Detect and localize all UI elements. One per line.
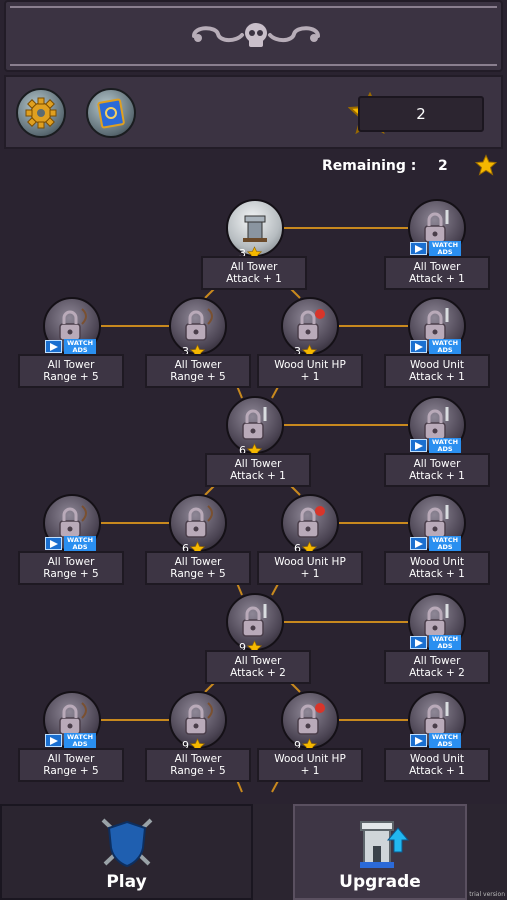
cost-value: 9 [294,739,301,752]
watch-ads-button[interactable]: WATCH ADS [410,634,462,651]
watch-ads-button[interactable]: WATCH ADS [45,535,97,552]
skill-label: Wood Unit HP + 1 [257,551,363,585]
cost-value: 6 [239,444,246,457]
watch-ads-button[interactable]: WATCH ADS [410,338,462,355]
skill-label: All Tower Range + 5 [145,748,251,782]
skill-label: All Tower Range + 5 [18,551,124,585]
cost-value: 9 [182,739,189,752]
skill-node-10[interactable] [169,494,227,552]
bow-lock-icon [59,505,87,538]
skill-label: All Tower Attack + 1 [384,453,490,487]
sword-lock-icon [242,604,267,637]
watch-ads-label: WATCH ADS [429,732,462,749]
connector-lines [101,227,408,793]
star-count: 2 [358,96,484,132]
sword-lock-icon [424,308,449,341]
cost-value: 9 [239,641,246,654]
skill-label: All Tower Attack + 2 [384,650,490,684]
watch-ads-label: WATCH ADS [429,437,462,454]
bow-lock-icon [185,702,213,735]
heart-lock-icon [297,506,325,538]
skill-node-17[interactable] [281,691,339,749]
watch-ads-label: WATCH ADS [64,338,97,355]
skull-ornament-icon [192,23,320,47]
skill-label: Wood Unit HP + 1 [257,748,363,782]
bow-lock-icon [185,308,213,341]
cost-value: 3 [294,345,301,358]
tab-upgrade[interactable]: Upgrade [293,804,467,900]
bottom-nav: Play Upgrade trial version [0,804,507,900]
skill-label: All Tower Range + 5 [18,748,124,782]
skill-label: All Tower Range + 5 [145,551,251,585]
shield-swords-icon [101,818,152,868]
watch-ads-button[interactable]: WATCH ADS [410,437,462,454]
skill-label: Wood Unit HP + 1 [257,354,363,388]
heart-lock-icon [297,309,325,341]
video-play-icon [45,340,62,353]
remaining-row: Remaining : 2 [320,154,505,178]
watch-ads-button[interactable]: WATCH ADS [45,338,97,355]
watch-ads-label: WATCH ADS [429,535,462,552]
skill-label: All Tower Attack + 1 [201,256,307,290]
video-play-icon [410,242,427,255]
cost-value: 6 [294,542,301,555]
resource-bar: 2 [4,75,503,149]
remaining-value: 2 [438,158,448,174]
skill-label: Wood Unit Attack + 1 [384,748,490,782]
skill-label: All Tower Range + 5 [18,354,124,388]
watch-ads-button[interactable]: WATCH ADS [410,240,462,257]
trial-watermark: trial version [469,891,505,898]
settings-button[interactable] [16,88,66,138]
tower-icon [243,215,267,242]
sword-lock-icon [242,407,267,440]
heart-lock-icon [297,703,325,735]
sword-lock-icon [424,505,449,538]
spellbook-icon [97,98,125,129]
skill-label: All Tower Attack + 1 [384,256,490,290]
video-play-icon [45,734,62,747]
tower-upgrade-icon [360,821,410,868]
banner-top-line [10,6,497,8]
watch-ads-label: WATCH ADS [64,732,97,749]
watch-ads-button[interactable]: WATCH ADS [45,732,97,749]
tab-play-label: Play [106,872,147,892]
watch-ads-button[interactable]: WATCH ADS [410,535,462,552]
video-play-icon [410,439,427,452]
video-play-icon [410,537,427,550]
skill-label: All Tower Attack + 1 [205,453,311,487]
gear-icon [25,97,57,129]
watch-ads-button[interactable]: WATCH ADS [410,732,462,749]
top-banner [4,0,503,72]
cost-value: 6 [182,542,189,555]
video-play-icon [410,636,427,649]
bow-lock-icon [59,308,87,341]
banner-bottom-line [10,64,497,66]
cost-value: 3 [182,345,189,358]
skill-label: Wood Unit Attack + 1 [384,551,490,585]
tab-upgrade-label: Upgrade [339,872,421,892]
watch-ads-label: WATCH ADS [429,338,462,355]
watch-ads-label: WATCH ADS [429,240,462,257]
video-play-icon [45,537,62,550]
sword-lock-icon [424,604,449,637]
watch-ads-label: WATCH ADS [429,634,462,651]
watch-ads-label: WATCH ADS [64,535,97,552]
sword-lock-icon [424,407,449,440]
skill-label: All Tower Range + 5 [145,354,251,388]
video-play-icon [410,340,427,353]
remaining-label: Remaining : [322,158,417,174]
video-play-icon [410,734,427,747]
bow-lock-icon [185,505,213,538]
spellbook-button[interactable] [86,88,136,138]
skill-node-7[interactable] [226,396,284,454]
skill-label: All Tower Attack + 2 [205,650,311,684]
skill-label: Wood Unit Attack + 1 [384,354,490,388]
cost-value: 3 [239,247,246,260]
tab-play[interactable]: Play [0,804,253,900]
star-icon [475,154,497,176]
sword-lock-icon [424,702,449,735]
